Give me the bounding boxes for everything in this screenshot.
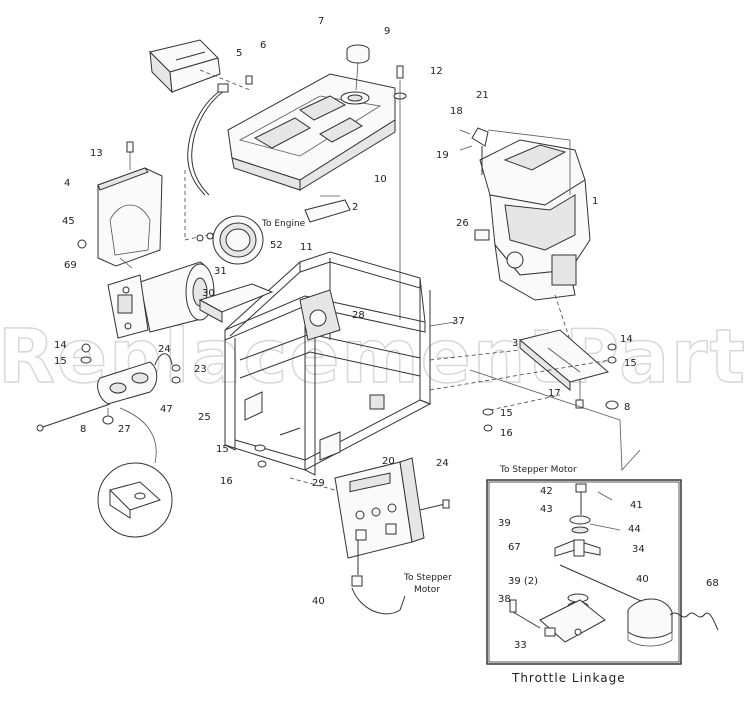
label-68: 68	[706, 578, 719, 589]
label-9: 9	[384, 26, 390, 37]
label-12: 12	[430, 66, 443, 77]
label-24-left: 24	[158, 344, 171, 355]
label-8-right: 8	[624, 402, 630, 413]
label-11: 11	[300, 242, 313, 253]
label-1: 1	[592, 196, 598, 207]
label-25: 25	[198, 412, 211, 423]
label-43: 43	[540, 504, 553, 515]
label-67: 67	[508, 542, 521, 553]
wiring-harness	[351, 540, 406, 615]
label-7: 7	[318, 16, 324, 27]
label-5: 5	[236, 48, 242, 59]
label-4: 4	[64, 178, 70, 189]
label-19: 19	[436, 150, 449, 161]
label-23: 23	[194, 364, 207, 375]
label-38: 38	[498, 594, 511, 605]
throttle-labels: 42 41 43 44 39 67 34 39 (2) 40 68 38 33 …	[498, 486, 719, 685]
end-bell-ring	[212, 215, 264, 265]
throttle-linkage-box	[486, 479, 719, 665]
label-69: 69	[64, 260, 77, 271]
engine	[479, 139, 591, 301]
label-40-rod: 40	[636, 574, 649, 585]
label-17: 17	[548, 388, 561, 399]
label-to-engine: To Engine	[261, 219, 306, 229]
left-panel	[97, 167, 163, 267]
panel-30	[198, 283, 274, 323]
label-throttle-linkage: Throttle Linkage	[511, 671, 626, 685]
label-20: 20	[382, 456, 395, 467]
label-40-harness: 40	[312, 596, 325, 607]
part-labels: 7 9 5 6 12 18 21 13 19 4 10 1 45 2 To En…	[54, 16, 637, 607]
label-to-stepper-motor-top: To Stepper Motor	[499, 465, 577, 475]
label-to-stepper-line2: Motor	[414, 585, 440, 595]
label-47: 47	[160, 404, 173, 415]
top-bracket	[149, 39, 221, 94]
label-14-right: 14	[620, 334, 633, 345]
label-14-left: 14	[54, 340, 67, 351]
label-33: 33	[514, 640, 527, 651]
label-to-stepper-line1: To Stepper	[403, 573, 452, 583]
label-42: 42	[540, 486, 553, 497]
label-2: 2	[352, 202, 358, 213]
label-13: 13	[90, 148, 103, 159]
label-41: 41	[630, 500, 643, 511]
label-31: 31	[214, 266, 227, 277]
label-29: 29	[312, 478, 325, 489]
label-39-2: 39 (2)	[508, 576, 538, 587]
label-16-mid: 16	[500, 428, 513, 439]
label-10: 10	[374, 174, 387, 185]
fuel-cap	[346, 44, 370, 64]
label-28: 28	[352, 310, 365, 321]
label-21: 21	[476, 90, 489, 101]
label-44: 44	[628, 524, 641, 535]
label-18: 18	[450, 106, 463, 117]
part-26	[474, 229, 490, 241]
frame	[224, 251, 432, 476]
bracket-2	[304, 195, 351, 223]
engine-mount-rail	[518, 329, 610, 392]
label-3: 3	[512, 338, 518, 349]
label-45: 45	[62, 216, 75, 227]
label-15-mid: 15	[500, 408, 513, 419]
label-27: 27	[118, 424, 131, 435]
fuel-tank	[227, 73, 396, 191]
label-15-bottom: 15	[216, 444, 229, 455]
label-16-bottom: 16	[220, 476, 233, 487]
control-panel	[334, 457, 425, 559]
label-52: 52	[270, 240, 283, 251]
detail-circle	[97, 407, 173, 538]
label-26: 26	[456, 218, 469, 229]
label-15-right: 15	[624, 358, 637, 369]
label-39: 39	[498, 518, 511, 529]
engine-bracket	[459, 127, 571, 195]
label-34: 34	[632, 544, 645, 555]
muffler-bracket	[97, 353, 173, 405]
fuel-hose	[187, 75, 253, 196]
label-6: 6	[260, 40, 266, 51]
label-30: 30	[202, 288, 215, 299]
label-8-left: 8	[80, 424, 86, 435]
label-24-right: 24	[436, 458, 449, 469]
label-37: 37	[452, 316, 465, 327]
label-15-left: 15	[54, 356, 67, 367]
